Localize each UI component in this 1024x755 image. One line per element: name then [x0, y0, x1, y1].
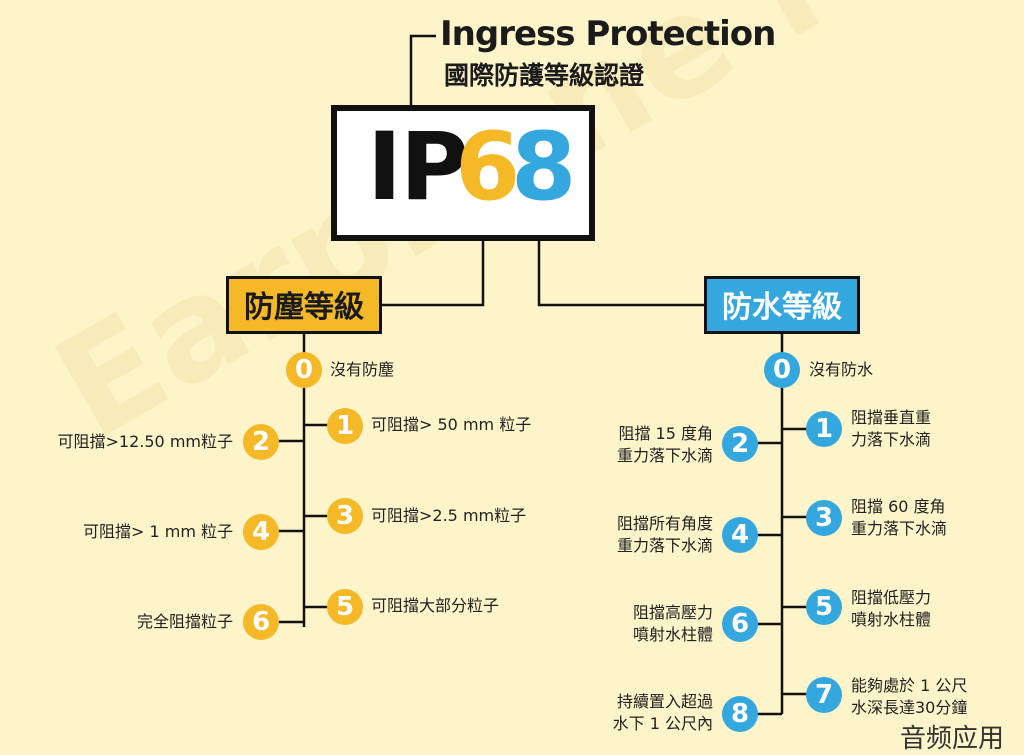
water-level-1-label: 阻擋垂直重力落下水滴: [851, 408, 932, 449]
water-rating-title: 防水等級: [704, 276, 860, 334]
dust-level-2-label: 可阻擋>12.50 mm粒子: [57, 432, 233, 451]
water-level-0-badge: 0: [764, 352, 800, 388]
dust-level-1-label: 可阻擋> 50 mm 粒子: [371, 415, 532, 434]
dust-level-6-label: 完全阻擋粒子: [136, 612, 233, 631]
water-level-4-label: 阻擋所有角度重力落下水滴: [616, 514, 713, 555]
dust-level-0-label: 沒有防塵: [330, 360, 395, 379]
title-english: Ingress Protection: [440, 14, 776, 54]
dust-level-1-badge: 1: [327, 408, 363, 444]
water-level-7-badge: 7: [806, 677, 842, 713]
dust-digit: 6: [455, 113, 521, 222]
corner-watermark: 音频应用: [900, 724, 1005, 754]
water-level-4-badge: 4: [722, 517, 758, 553]
dust-level-3-label: 可阻擋>2.5 mm粒子: [371, 506, 527, 525]
water-level-6-label: 阻擋高壓力噴射水柱體: [632, 603, 713, 644]
dust-level-4-badge: 4: [243, 514, 279, 550]
dust-connector-line: [382, 230, 485, 307]
dust-level-2-badge: 2: [243, 424, 279, 460]
dust-level-0-badge: 0: [286, 352, 322, 388]
ip-code-box: [331, 105, 595, 241]
water-level-5-label: 阻擋低壓力噴射水柱體: [851, 588, 932, 629]
ip-prefix: IP: [367, 113, 469, 222]
water-level-3-badge: 3: [806, 500, 842, 536]
dust-level-4-label: 可阻擋> 1 mm 粒子: [82, 522, 233, 541]
water-level-6-badge: 6: [722, 606, 758, 642]
water-level-8-label: 持續置入超過水下 1 公尺內: [612, 692, 713, 733]
water-level-2-label: 阻擋 15 度角重力落下水滴: [616, 424, 713, 465]
dust-level-6-badge: 6: [243, 604, 279, 640]
water-level-7-label: 能夠處於 1 公尺水深長達30分鐘: [851, 676, 968, 717]
water-level-8-badge: 8: [722, 696, 758, 732]
water-level-2-badge: 2: [722, 426, 758, 462]
water-level-5-badge: 5: [806, 589, 842, 625]
water-digit: 8: [511, 113, 577, 222]
dust-level-5-label: 可阻擋大部分粒子: [371, 596, 500, 615]
water-level-1-badge: 1: [806, 411, 842, 447]
title-chinese: 國際防護等級認證: [444, 61, 645, 90]
title-connector-line: [409, 34, 436, 113]
dust-rating-title: 防塵等級: [226, 276, 382, 334]
water-level-3-label: 阻擋 60 度角重力落下水滴: [851, 497, 948, 538]
dust-level-5-badge: 5: [327, 589, 363, 625]
water-connector-line: [537, 230, 704, 307]
water-level-0-label: 沒有防水: [809, 360, 874, 379]
dust-level-3-badge: 3: [327, 498, 363, 534]
